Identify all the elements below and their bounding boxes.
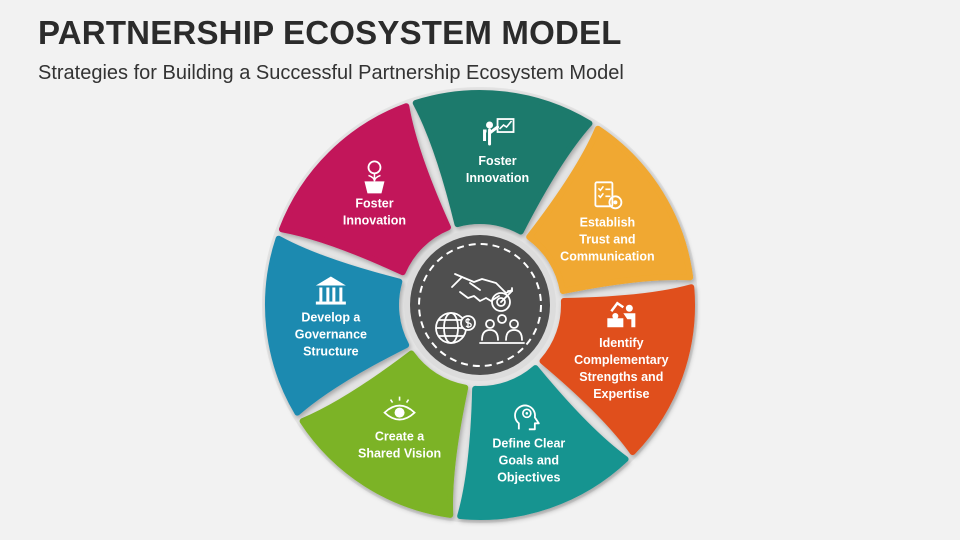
center-dashed-ring [418, 243, 542, 367]
team-meeting-icon [479, 314, 525, 344]
lightbulb-plant-icon [364, 160, 385, 194]
segment-label-line: Innovation [466, 171, 529, 185]
segment-label-line: Trust and [579, 232, 635, 246]
segment-label-line: Objectives [497, 470, 560, 484]
segment-label-line: Complementary [574, 353, 669, 367]
segment-label-line: Communication [560, 249, 654, 263]
segment-shape [526, 125, 694, 295]
segment-shape [412, 90, 593, 235]
segment-label-line: Governance [295, 328, 367, 342]
center-circle [410, 235, 550, 375]
center-hub [404, 229, 556, 381]
target-icon [491, 287, 513, 312]
segment-5: Create a Shared Vision [299, 350, 469, 518]
segment-shape [539, 284, 695, 456]
segment-label-line: Shared Vision [358, 447, 441, 461]
segment-shape [265, 235, 410, 416]
segment-shape [299, 350, 469, 518]
page-subtitle: Strategies for Building a Successful Par… [38, 62, 624, 84]
puzzle-people-icon [607, 301, 636, 328]
segment-label-line: Structure [303, 345, 359, 359]
segment-shape [457, 365, 629, 520]
segment-label-line: Create a [375, 430, 425, 444]
segment-label-line: Foster [478, 154, 516, 168]
page-title: PARTNERSHIP ECOSYSTEM MODEL [38, 14, 622, 51]
institution-icon [315, 276, 346, 305]
segment-label-line: Identify [599, 336, 643, 350]
segment-label-line: Foster [355, 196, 393, 210]
presenter-chart-icon [483, 118, 515, 146]
globe-dollar-icon [435, 312, 476, 344]
checklist-icon [594, 181, 623, 210]
segment-label-line: Innovation [343, 213, 406, 227]
segment-label-line: Define Clear [492, 436, 565, 450]
eye-icon [383, 396, 416, 421]
segment-shape [278, 103, 451, 276]
head-gears-icon [514, 404, 540, 431]
segment-label-line: Goals and [499, 453, 559, 467]
segment-label-line: Develop a [301, 311, 361, 325]
segment-label-line: Expertise [593, 387, 649, 401]
segment-label-line: Establish [580, 215, 636, 229]
segment-label-line: Strengths and [579, 370, 663, 384]
